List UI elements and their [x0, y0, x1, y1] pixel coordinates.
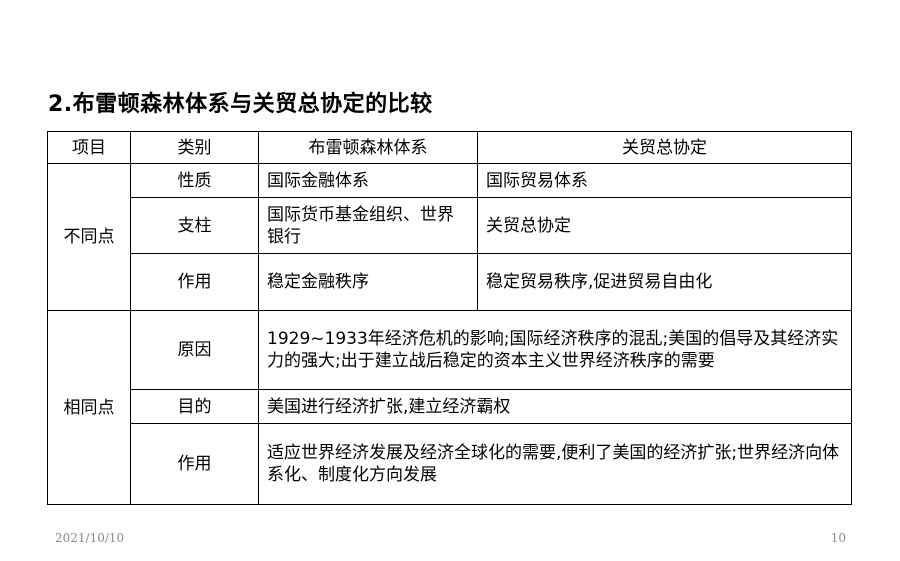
- bretton-cell: 稳定金融秩序: [258, 253, 478, 311]
- header-gatt: 关贸总协定: [477, 131, 852, 164]
- gatt-cell: 国际贸易体系: [477, 163, 852, 198]
- table-row: 不同点 性质 国际金融体系 国际贸易体系: [47, 163, 852, 311]
- header-item: 项目: [47, 131, 131, 164]
- header-category: 类别: [130, 131, 259, 164]
- row-category: 支柱: [130, 197, 259, 254]
- row-category: 目的: [130, 389, 259, 424]
- comparison-table: 项目 类别 布雷顿森林体系 关贸总协定 不同点 性质 国际金融体系 国际贸易体系…: [47, 131, 852, 505]
- footer-date: 2021/10/10: [55, 531, 125, 545]
- row-category: 作用: [130, 423, 259, 505]
- table-row: 作用 适应世界经济发展及经济全球化的需要,便利了美国的经济扩张;世界经济向体系化…: [48, 423, 852, 505]
- gatt-cell: 稳定贸易秩序,促进贸易自由化: [477, 253, 852, 311]
- table-row: 相同点 原因 1929~1933年经济危机的影响;国际经济秩序的混乱;美国的倡导…: [47, 310, 852, 505]
- gatt-cell: 关贸总协定: [477, 197, 852, 254]
- bretton-cell: 国际金融体系: [258, 163, 478, 198]
- table-header-row: 项目 类别 布雷顿森林体系 关贸总协定: [47, 131, 852, 164]
- common-cell: 适应世界经济发展及经济全球化的需要,便利了美国的经济扩张;世界经济向体系化、制度…: [258, 423, 852, 505]
- group-differences: 不同点: [47, 163, 131, 311]
- table-row: 支柱 国际货币基金组织、世界银行 关贸总协定: [48, 197, 852, 254]
- table-row: 作用 稳定金融秩序 稳定贸易秩序,促进贸易自由化: [48, 253, 852, 311]
- row-category: 原因: [130, 310, 259, 390]
- page-number: 10: [830, 531, 846, 545]
- row-category: 作用: [130, 253, 259, 311]
- group-similarities: 相同点: [47, 310, 131, 505]
- common-cell: 1929~1933年经济危机的影响;国际经济秩序的混乱;美国的倡导及其经济实力的…: [258, 310, 852, 390]
- table-row: 目的 美国进行经济扩张,建立经济霸权: [48, 389, 852, 424]
- slide-title: 2.布雷顿森林体系与关贸总协定的比较: [48, 92, 433, 117]
- row-category: 性质: [130, 163, 259, 198]
- common-cell: 美国进行经济扩张,建立经济霸权: [258, 389, 852, 424]
- bretton-cell: 国际货币基金组织、世界银行: [258, 197, 478, 254]
- header-bretton-woods: 布雷顿森林体系: [258, 131, 478, 164]
